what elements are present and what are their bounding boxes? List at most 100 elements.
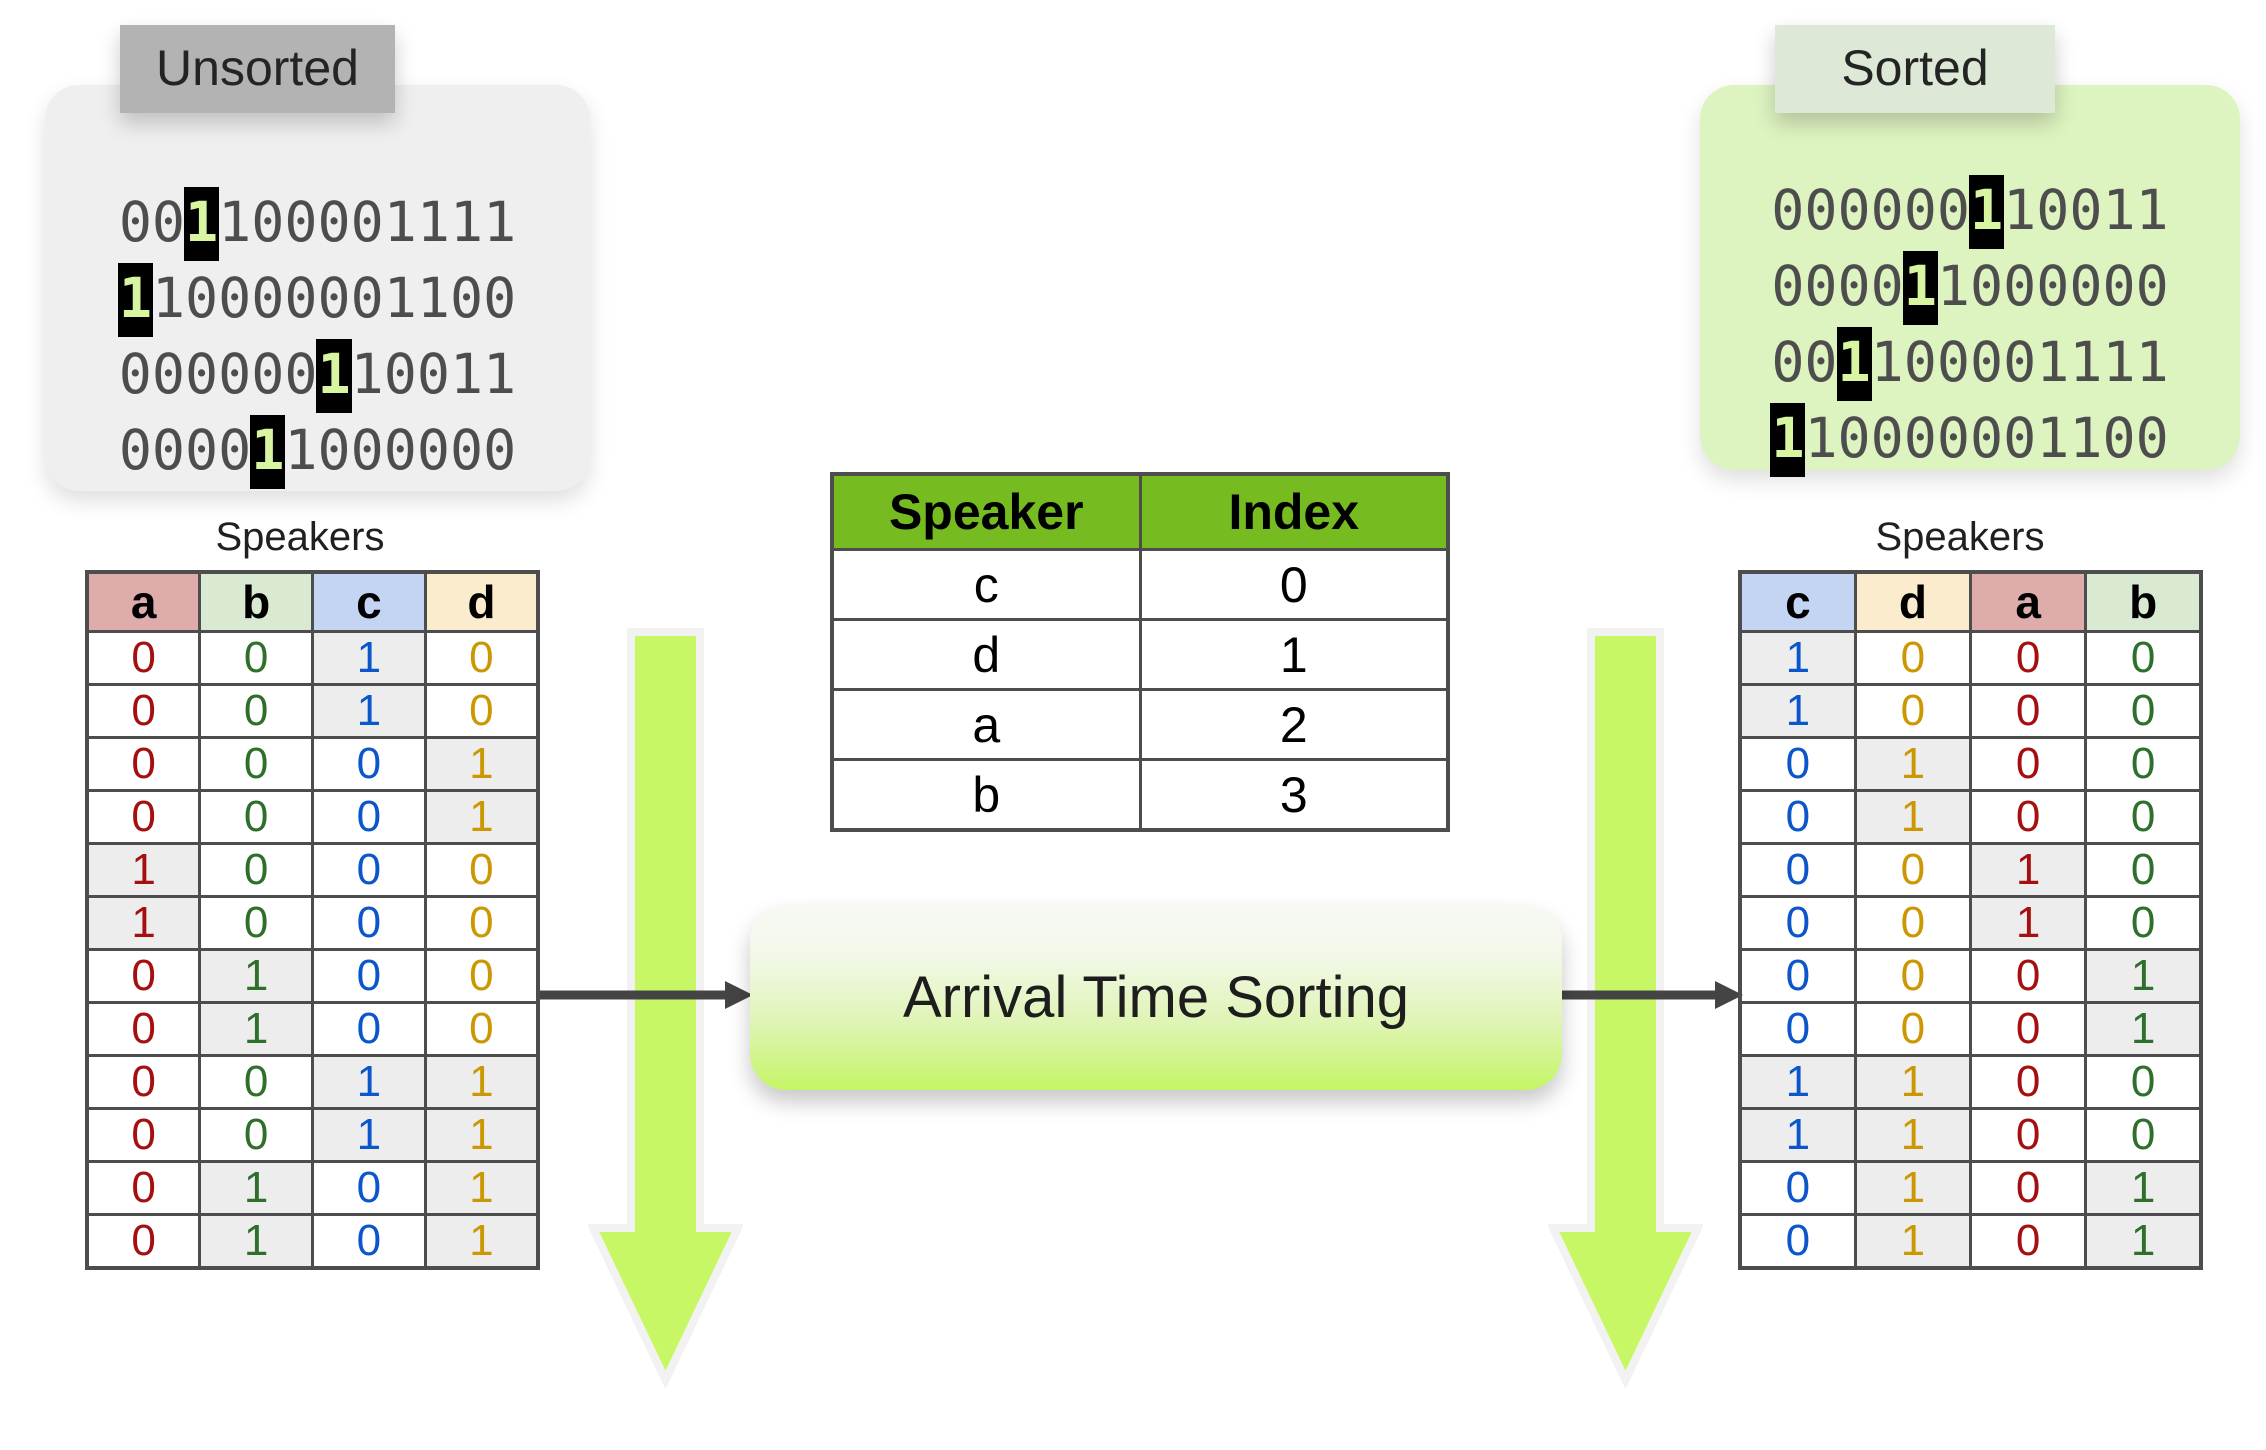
right-cell-c-6: 0	[1738, 948, 1857, 1004]
left-cell-d-2: 1	[423, 736, 540, 792]
right-cell-d-2: 1	[1853, 736, 1973, 792]
right-cell-d-10: 1	[1853, 1160, 1973, 1216]
left-cell-c-5: 0	[311, 895, 427, 951]
right-cell-d-11: 1	[1853, 1213, 1973, 1270]
sorted-bitstring-row: 000000110011	[1700, 173, 2240, 249]
map-speaker-0: c	[830, 548, 1142, 621]
left-cell-a-6: 0	[85, 948, 202, 1004]
first-one-highlight: 1	[1770, 403, 1806, 477]
left-cell-a-5: 1	[85, 895, 202, 951]
right-cell-a-5: 1	[1968, 895, 2088, 951]
map-header-index: Index	[1138, 472, 1450, 551]
left-cell-b-7: 1	[198, 1001, 314, 1057]
left-cell-a-7: 0	[85, 1001, 202, 1057]
map-index-0: 0	[1138, 548, 1450, 621]
right-cell-a-7: 0	[1968, 1001, 2088, 1057]
left-column-header-b: b	[198, 570, 314, 633]
left-column-header-d: d	[423, 570, 540, 633]
left-cell-d-6: 0	[423, 948, 540, 1004]
right-cell-a-8: 0	[1968, 1054, 2088, 1110]
left-cell-c-2: 0	[311, 736, 427, 792]
left-cell-a-2: 0	[85, 736, 202, 792]
left-cell-a-11: 0	[85, 1213, 202, 1270]
left-cell-d-8: 1	[423, 1054, 540, 1110]
first-one-highlight: 1	[1836, 327, 1872, 401]
sorted-bitstring-row: 110000001100	[1700, 401, 2240, 477]
left-cell-c-10: 0	[311, 1160, 427, 1216]
right-cell-c-0: 1	[1738, 630, 1857, 686]
right-cell-c-8: 1	[1738, 1054, 1857, 1110]
right-cell-c-3: 0	[1738, 789, 1857, 845]
map-speaker-3: b	[830, 758, 1142, 832]
map-header-speaker: Speaker	[830, 472, 1142, 551]
right-cell-b-7: 1	[2084, 1001, 2203, 1057]
left-flow-down-arrow	[588, 628, 743, 1388]
first-one-highlight: 1	[117, 263, 153, 337]
right-cell-a-4: 1	[1968, 842, 2088, 898]
left-cell-d-0: 0	[423, 630, 540, 686]
left-cell-b-3: 0	[198, 789, 314, 845]
left-cell-d-9: 1	[423, 1107, 540, 1163]
left-cell-b-4: 0	[198, 842, 314, 898]
right-cell-b-9: 0	[2084, 1107, 2203, 1163]
sorted-panel-title: Sorted	[1775, 25, 2055, 113]
right-cell-b-3: 0	[2084, 789, 2203, 845]
right-cell-c-7: 0	[1738, 1001, 1857, 1057]
right-cell-c-10: 0	[1738, 1160, 1857, 1216]
right-cell-d-8: 1	[1853, 1054, 1973, 1110]
arrival-time-sorting-box: Arrival Time Sorting	[750, 905, 1562, 1090]
right-cell-b-10: 1	[2084, 1160, 2203, 1216]
right-cell-a-1: 0	[1968, 683, 2088, 739]
left-cell-d-7: 0	[423, 1001, 540, 1057]
left-cell-a-8: 0	[85, 1054, 202, 1110]
right-cell-d-1: 0	[1853, 683, 1973, 739]
left-cell-a-0: 0	[85, 630, 202, 686]
map-index-3: 3	[1138, 758, 1450, 832]
left-cell-b-0: 0	[198, 630, 314, 686]
right-cell-b-11: 1	[2084, 1213, 2203, 1270]
right-cell-c-1: 1	[1738, 683, 1857, 739]
right-cell-b-8: 0	[2084, 1054, 2203, 1110]
right-column-header-d: d	[1853, 570, 1973, 633]
right-cell-b-4: 0	[2084, 842, 2203, 898]
right-cell-b-1: 0	[2084, 683, 2203, 739]
left-cell-c-1: 1	[311, 683, 427, 739]
right-cell-d-3: 1	[1853, 789, 1973, 845]
left-cell-a-4: 1	[85, 842, 202, 898]
left-cell-c-11: 0	[311, 1213, 427, 1270]
right-cell-a-10: 0	[1968, 1160, 2088, 1216]
left-speakers-caption: Speakers	[215, 515, 385, 559]
right-column-header-c: c	[1738, 570, 1857, 633]
right-cell-a-3: 0	[1968, 789, 2088, 845]
left-cell-b-6: 1	[198, 948, 314, 1004]
left-cell-c-3: 0	[311, 789, 427, 845]
left-cell-c-6: 0	[311, 948, 427, 1004]
left-cell-b-9: 0	[198, 1107, 314, 1163]
right-cell-a-2: 0	[1968, 736, 2088, 792]
left-cell-c-4: 0	[311, 842, 427, 898]
map-speaker-1: d	[830, 618, 1142, 691]
right-cell-d-0: 0	[1853, 630, 1973, 686]
